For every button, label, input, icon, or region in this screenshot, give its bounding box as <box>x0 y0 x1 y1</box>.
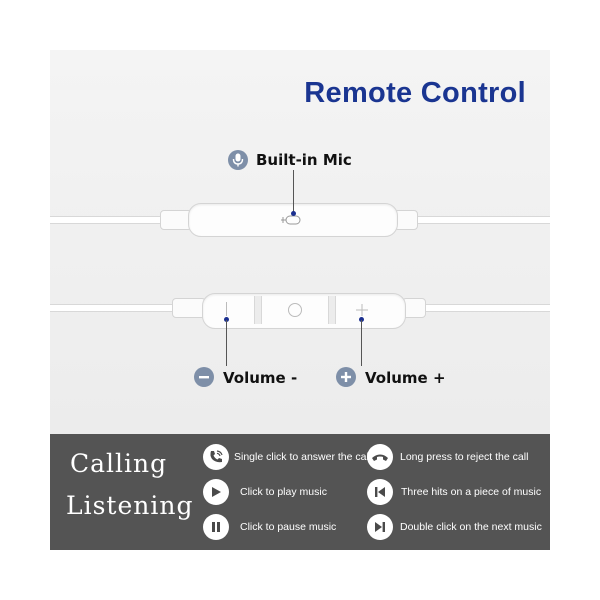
volume-remote <box>202 293 406 329</box>
phone-hangup-icon <box>367 444 393 470</box>
volume-down-label: Volume - <box>223 369 298 387</box>
center-button[interactable] <box>288 303 302 317</box>
volume-down-button[interactable] <box>226 302 227 316</box>
cable-bottom-right <box>420 304 550 312</box>
volume-up-label: Volume + <box>365 369 446 387</box>
mic-pointer-dot <box>291 211 296 216</box>
answer-call-text: Single click to answer the call <box>234 451 372 463</box>
plus-icon <box>336 367 356 387</box>
volume-down-leader-line <box>226 320 227 366</box>
play-music-text: Click to play music <box>240 486 327 498</box>
instruction-panel <box>50 434 550 550</box>
cable-collar <box>172 298 206 318</box>
volume-down-pointer-dot <box>224 317 229 322</box>
page-title: Remote Control <box>304 77 526 109</box>
pause-icon <box>203 514 229 540</box>
calling-heading: Calling <box>70 449 168 478</box>
reject-call-text: Long press to reject the call <box>400 451 529 463</box>
minus-icon <box>194 367 214 387</box>
phone-ringing-icon <box>203 444 229 470</box>
button-divider <box>254 296 262 324</box>
volume-up-pointer-dot <box>359 317 364 322</box>
listening-heading: Listening <box>66 491 194 520</box>
button-divider <box>328 296 336 324</box>
previous-track-text: Three hits on a piece of music <box>401 486 542 498</box>
cable-bottom-left <box>50 304 176 312</box>
volume-up-leader-line <box>361 320 362 366</box>
mic-hole-icon <box>281 215 301 225</box>
mic-label: Built-in Mic <box>256 151 352 169</box>
cable-top-left <box>50 216 162 224</box>
cable-top-right <box>412 216 550 224</box>
play-icon <box>203 479 229 505</box>
pause-music-text: Click to pause music <box>240 521 337 533</box>
volume-up-button[interactable] <box>355 303 369 317</box>
mic-leader-line <box>293 170 294 214</box>
next-track-icon <box>367 514 393 540</box>
next-track-text: Double click on the next music <box>400 521 542 533</box>
microphone-icon <box>228 150 248 170</box>
previous-track-icon <box>367 479 393 505</box>
product-panel <box>50 50 550 434</box>
